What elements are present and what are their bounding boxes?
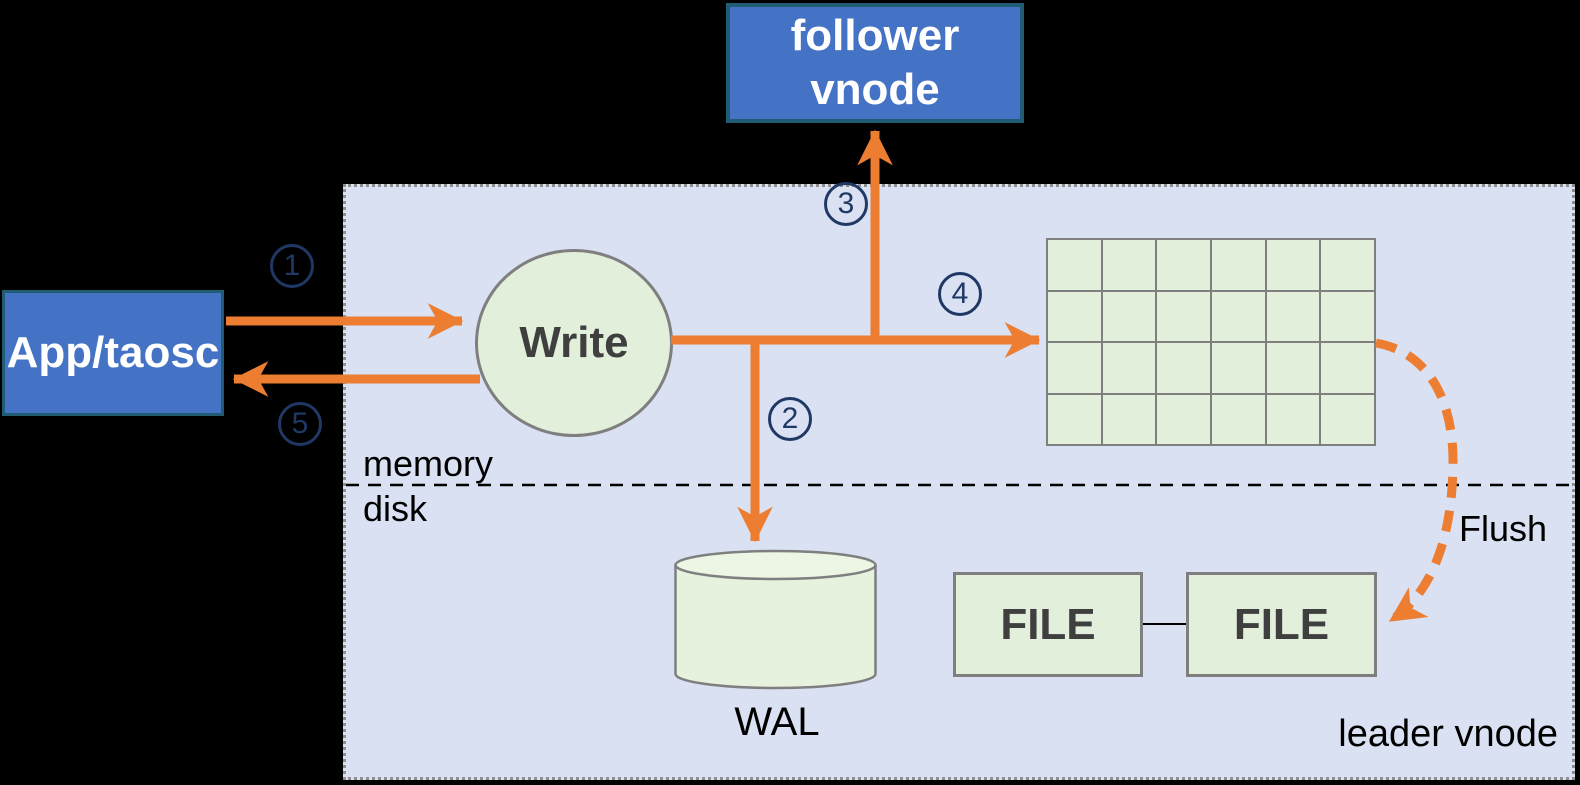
memtable-cell [1321,343,1374,393]
step-2-number: 2 [781,402,799,435]
memtable-cell [1212,291,1265,341]
step-circle-2: 2 [768,397,812,441]
memtable-cell [1102,394,1156,444]
memtable-cell [1321,394,1374,444]
step-circle-4: 4 [938,272,982,316]
memtable-cell [1048,394,1101,444]
step-circle-3: 3 [824,182,868,226]
wal-label: WAL [734,700,820,744]
memtable-cell [1102,291,1156,341]
step-4-number: 4 [951,277,969,310]
flush-label: Flush [1459,508,1548,549]
wal-cylinder [674,549,877,690]
memtable [1046,238,1376,446]
wal-cylinder-body [674,565,877,690]
memory-label: memory [363,443,494,484]
memtable-cell [1321,240,1374,290]
memtable-cell [1157,394,1210,444]
write-label: Write [519,318,629,367]
memtable-cell [1212,240,1265,290]
file-box-right: FILE [1186,572,1377,677]
disk-label: disk [363,488,428,529]
memtable-cell [1266,394,1320,444]
memtable-cell [1048,343,1101,393]
file-right-label: FILE [1233,599,1330,649]
step-1-number: 1 [283,249,301,282]
app-taosc-node: App/taosc [2,290,224,416]
memtable-cell [1157,240,1210,290]
app-taosc-label: App/taosc [6,328,220,378]
file-left-label: FILE [1000,599,1096,649]
step-circle-5: 5 [278,402,322,446]
memtable-cell [1048,291,1101,341]
step-circle-1: 1 [270,244,314,288]
leader-vnode-label: leader vnode [1338,713,1558,755]
follower-vnode-label-line2: vnode [810,65,940,114]
follower-vnode-node: follower vnode [726,3,1024,123]
memtable-cell [1157,291,1210,341]
memtable-cell [1048,240,1101,290]
memtable-cell [1212,343,1265,393]
file-box-left: FILE [953,572,1143,677]
memtable-cell [1266,291,1320,341]
memtable-cell [1266,343,1320,393]
write-node: Write [475,249,673,437]
follower-vnode-label-line1: follower [790,11,960,61]
memtable-cell [1102,240,1156,290]
step-5-number: 5 [291,407,309,440]
memtable-cell [1321,291,1374,341]
memtable-cell [1266,240,1320,290]
memtable-cell [1212,394,1265,444]
memtable-cell [1157,343,1210,393]
memtable-cell [1102,343,1156,393]
wal-cylinder-top [674,549,877,581]
step-3-number: 3 [837,187,855,220]
